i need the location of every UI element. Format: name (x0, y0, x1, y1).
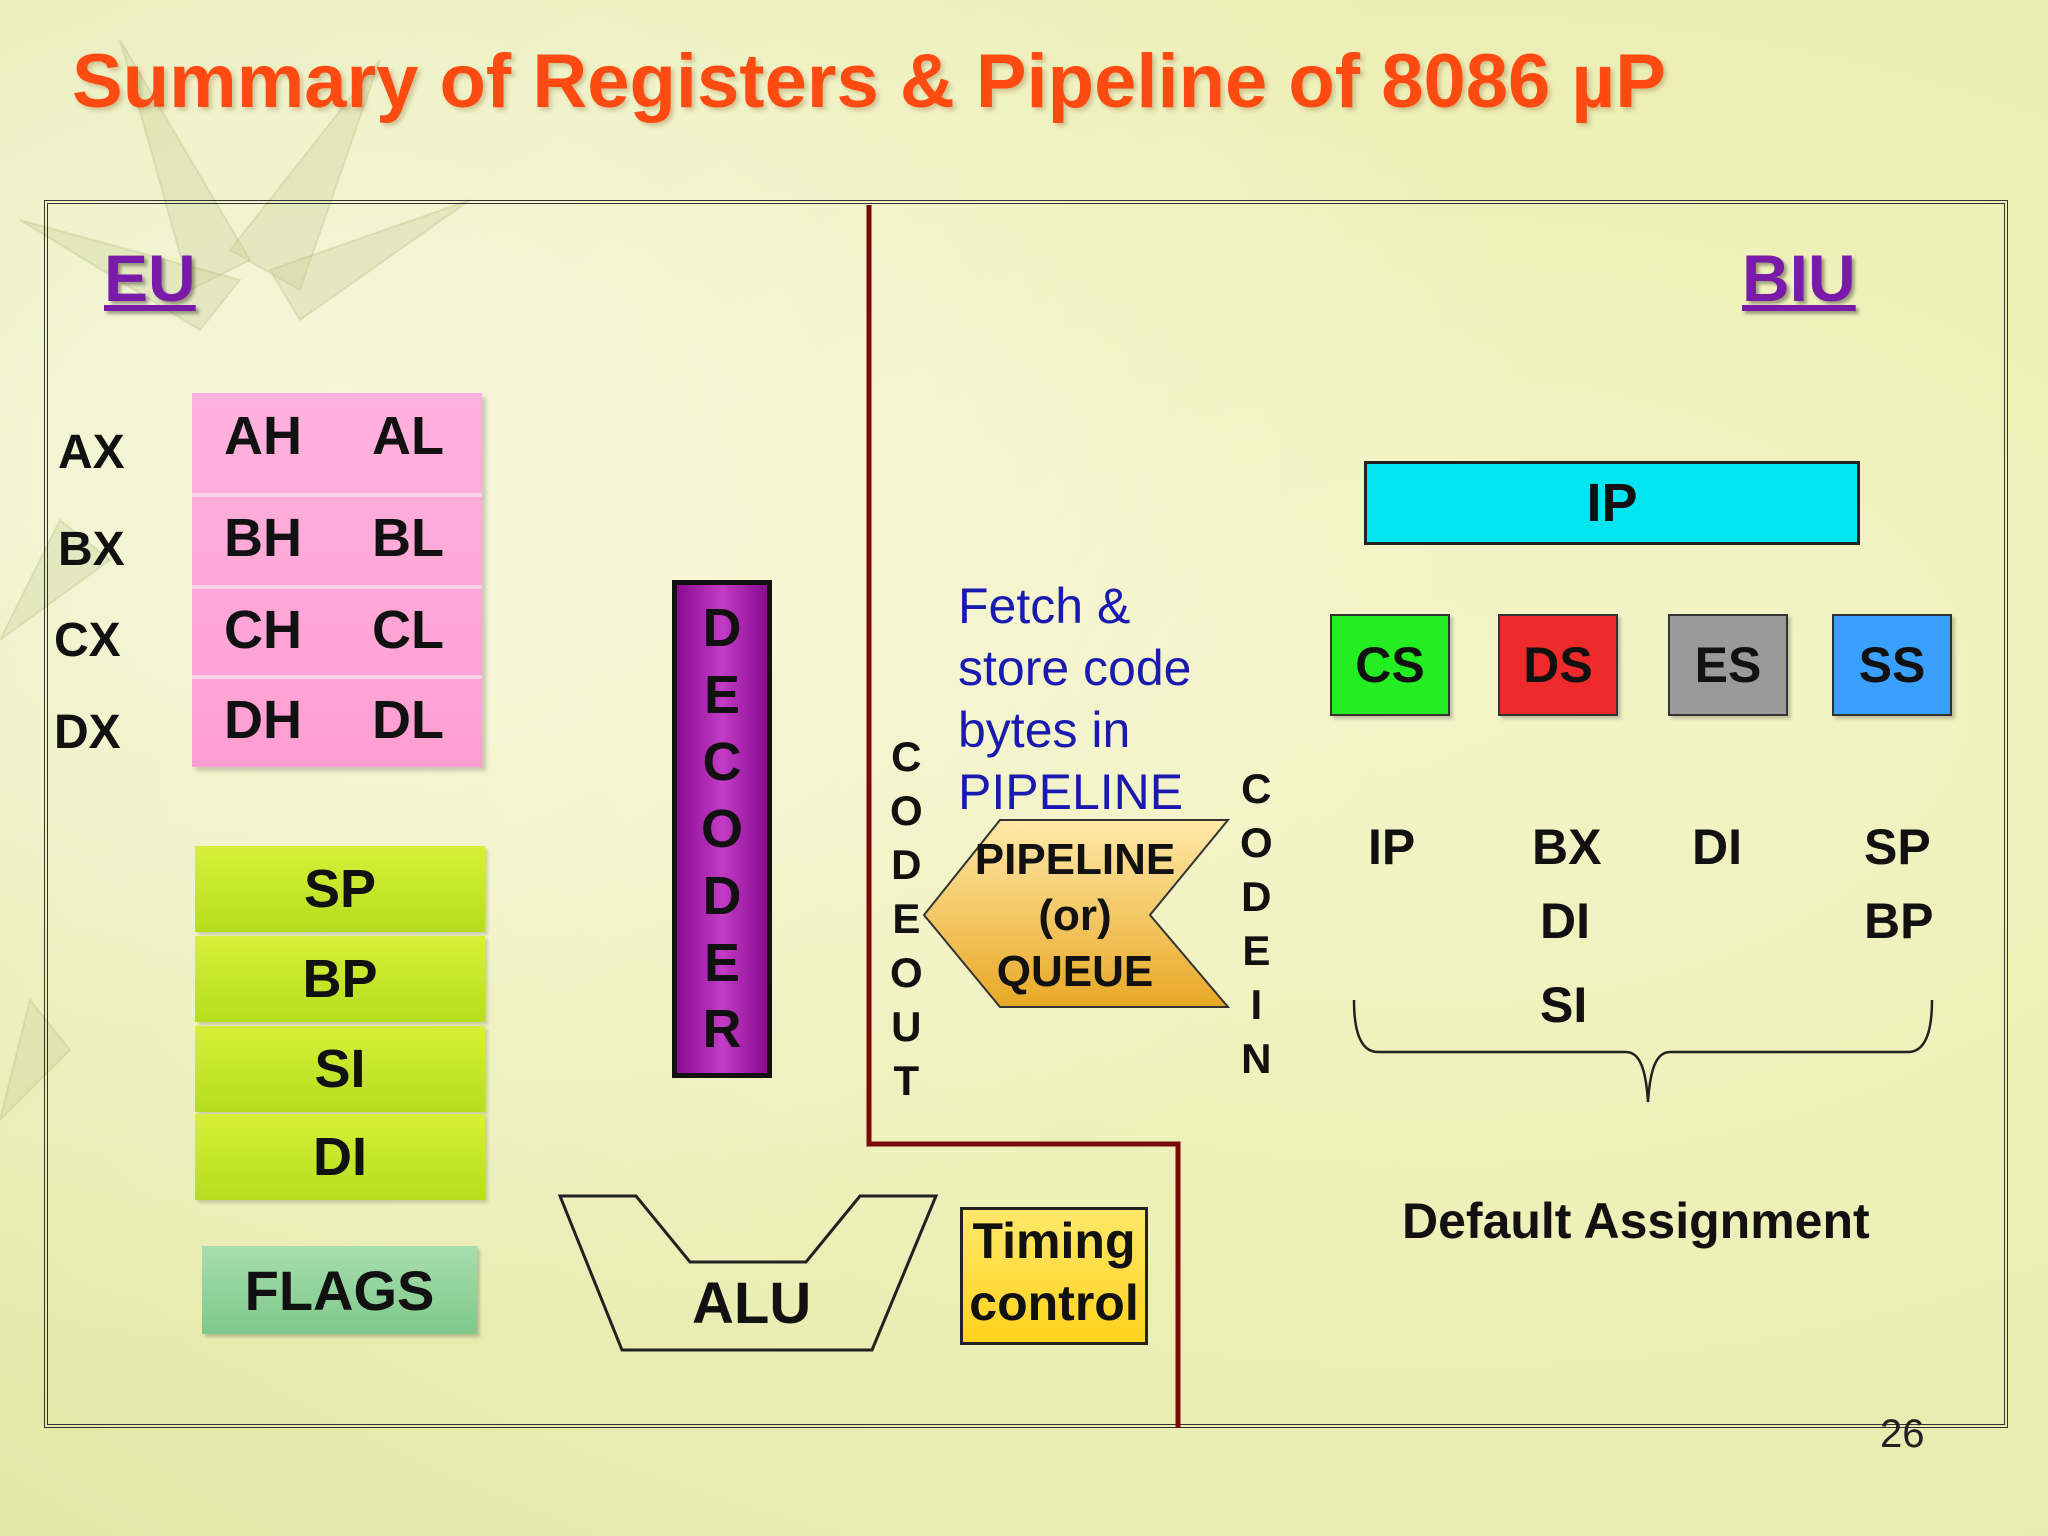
timing-line-2: control (969, 1275, 1139, 1331)
default-ds-si: SI (1540, 977, 1588, 1033)
default-cs-ip: IP (1368, 819, 1416, 875)
register-ch: CH (224, 600, 302, 660)
default-ss-bp: BP (1864, 893, 1934, 949)
register-bl: BL (372, 508, 444, 568)
code-in-letter: O (1240, 819, 1273, 866)
page-number: 26 (1880, 1412, 1925, 1456)
register-separator (192, 585, 482, 589)
code-out-letter: T (893, 1057, 920, 1104)
register-separator (192, 675, 482, 679)
code-in-letter: E (1242, 927, 1271, 974)
register-sp: SP (195, 846, 485, 932)
reg-row-label-bx: BX (58, 523, 125, 576)
decoder-letter: E (703, 665, 741, 726)
diagram-frame (44, 200, 2008, 1428)
code-in-letter: N (1241, 1035, 1272, 1082)
default-es-di: DI (1692, 819, 1742, 875)
general-register-block: AH AL BH BL CH CL DH DL (192, 393, 482, 767)
code-in-letter: C (1241, 765, 1272, 812)
timing-line-1: Timing (972, 1213, 1136, 1269)
decoder-letter: E (703, 932, 741, 993)
default-ss-sp: SP (1864, 819, 1931, 875)
queue-line-2: (or) (1038, 891, 1112, 940)
default-ds-bx: BX (1532, 819, 1602, 875)
code-out-label: C O D E O U T (890, 730, 923, 1108)
reg-row-label-ax: AX (58, 426, 125, 479)
register-bp: BP (195, 936, 485, 1022)
register-si: SI (195, 1026, 485, 1112)
code-in-label: C O D E I N (1240, 762, 1273, 1086)
queue-line-1: PIPELINE (974, 835, 1176, 884)
biu-label: BIU (1742, 241, 1856, 315)
register-ah: AH (224, 406, 302, 466)
decoder-letter: O (700, 798, 743, 859)
queue-line-3: QUEUE (996, 947, 1154, 996)
decoder-block: D E C O D E R (672, 580, 772, 1078)
pipeline-queue-label: PIPELINE (or) QUEUE (955, 832, 1195, 1000)
segment-ds: DS (1498, 614, 1618, 716)
eu-label: EU (104, 241, 196, 315)
decoder-letter: D (702, 865, 742, 926)
reg-row-label-dx: DX (54, 706, 121, 759)
timing-control-block: Timing control (960, 1207, 1148, 1345)
register-al: AL (372, 406, 444, 466)
register-bh: BH (224, 508, 302, 568)
code-out-letter: O (890, 787, 923, 834)
reg-row-label-cx: CX (54, 614, 121, 667)
code-in-letter: D (1241, 873, 1272, 920)
code-in-letter: I (1250, 981, 1263, 1028)
code-out-letter: U (891, 1003, 922, 1050)
register-di: DI (195, 1114, 485, 1200)
code-out-letter: O (890, 949, 923, 996)
register-dh: DH (224, 690, 302, 750)
segment-cs: CS (1330, 614, 1450, 716)
decoder-letter: C (702, 732, 742, 793)
slide-title: Summary of Registers & Pipeline of 8086 … (72, 39, 1666, 124)
decoder-letter: R (702, 999, 742, 1060)
code-out-letter: E (892, 895, 921, 942)
alu-label: ALU (692, 1271, 812, 1336)
segment-es: ES (1668, 614, 1788, 716)
default-ds-di: DI (1540, 893, 1590, 949)
code-out-letter: C (891, 733, 922, 780)
code-out-letter: D (891, 841, 922, 888)
instruction-pointer: IP (1364, 461, 1860, 545)
default-assignment-label: Default Assignment (1402, 1193, 1870, 1249)
flags-register: FLAGS (202, 1246, 477, 1334)
register-cl: CL (372, 600, 444, 660)
segment-ss: SS (1832, 614, 1952, 716)
register-separator (192, 493, 482, 497)
decoder-letter: D (702, 598, 742, 659)
register-dl: DL (372, 690, 444, 750)
fetch-description: Fetch & store code bytes in PIPELINE (958, 578, 1192, 820)
